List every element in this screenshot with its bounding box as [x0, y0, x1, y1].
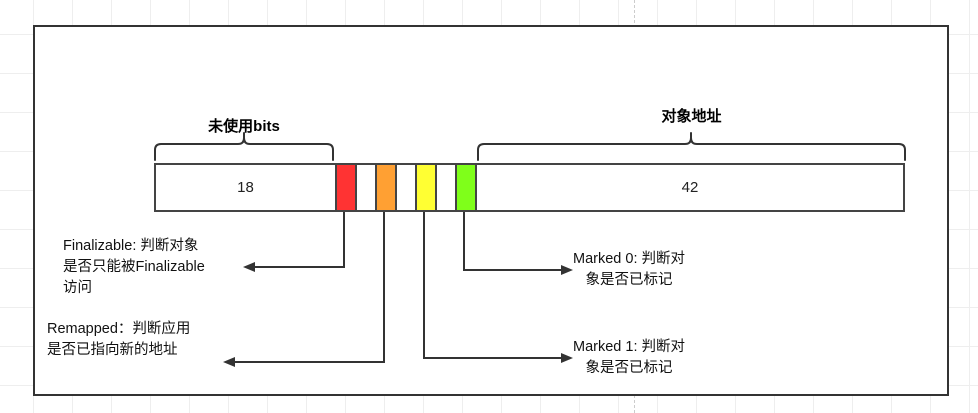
note-marked1: Marked 1: 判断对 象是否已标记: [573, 337, 685, 379]
bar-cell-finalizable-bit: [335, 165, 357, 210]
bit-field-bar: 18 42: [154, 163, 905, 212]
group-label-object-address: 对象地址: [661, 108, 722, 125]
bar-cell-marked0-bit: [455, 165, 477, 210]
bar-cell-marked1-bit: [415, 165, 437, 210]
note-finalizable: Finalizable: 判断对象 是否只能被Finalizable 访问: [63, 236, 205, 299]
note-marked1-line2: 象是否已标记: [585, 360, 673, 376]
note-remapped-line2: 是否已指向新的地址: [47, 342, 178, 358]
note-remapped-line1: Remapped：判断应用: [47, 321, 191, 337]
note-marked0-line1: Marked 0: 判断对: [573, 251, 685, 267]
group-label-unused-bits: 未使用bits: [208, 118, 280, 135]
bar-cell-gap-1: [357, 165, 375, 210]
bar-cell-gap-2: [397, 165, 415, 210]
bar-cell-unused-bits: 18: [156, 165, 335, 210]
bar-cell-remapped-bit: [375, 165, 397, 210]
note-finalizable-line1: Finalizable: 判断对象: [63, 238, 199, 254]
note-marked0: Marked 0: 判断对 象是否已标记: [573, 249, 685, 291]
note-marked1-line1: Marked 1: 判断对: [573, 339, 685, 355]
note-marked0-line2: 象是否已标记: [585, 272, 673, 288]
note-finalizable-line3: 访问: [63, 280, 92, 296]
note-remapped: Remapped：判断应用 是否已指向新的地址: [47, 319, 190, 361]
bar-cell-gap-3: [437, 165, 455, 210]
note-finalizable-line2: 是否只能被Finalizable: [63, 259, 205, 275]
bar-cell-object-address: 42: [477, 165, 903, 210]
